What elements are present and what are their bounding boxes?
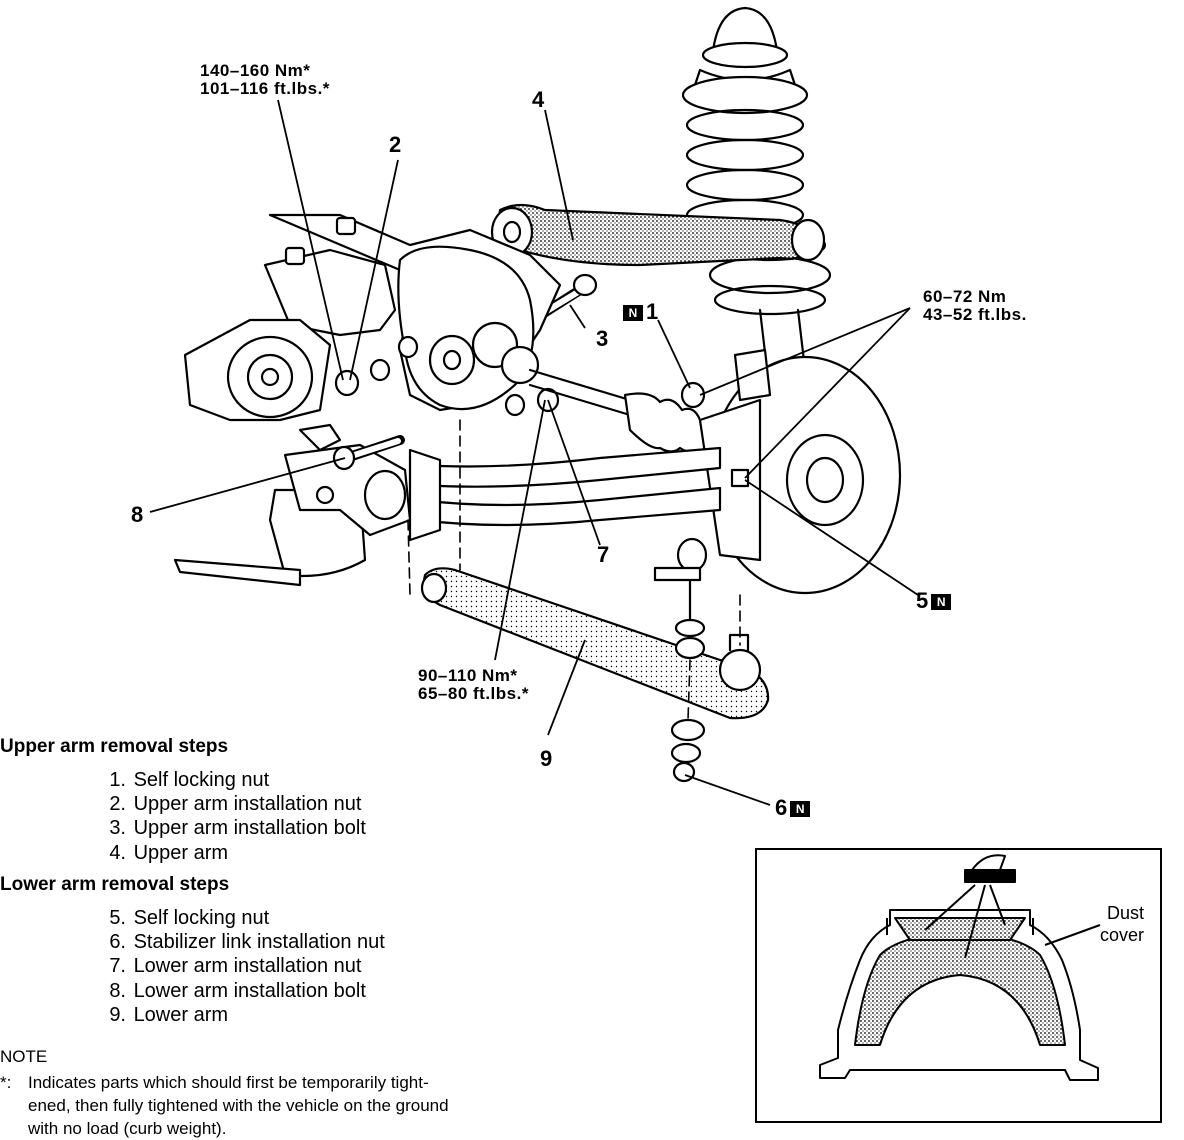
dust-cover-label: Dust cover xyxy=(1100,903,1145,945)
new-part-mark: N xyxy=(790,801,811,818)
coil-spring xyxy=(681,75,832,316)
torque-ftlbs: 65–80 ft.lbs.* xyxy=(418,683,529,703)
upper-arm-nut-torque: 140–160 Nm* 101–116 ft.lbs.* xyxy=(200,62,330,98)
callout-7: 7 xyxy=(597,542,610,567)
list-item: 2. Upper arm installation nut xyxy=(109,793,362,816)
upper-steps-list: 1. Self locking nut 2. Upper arm install… xyxy=(96,768,366,865)
list-item: 4. Upper arm xyxy=(109,841,229,864)
dust-cover-inset-frame xyxy=(755,848,1162,1123)
torque-ftlbs: 101–116 ft.lbs.* xyxy=(200,78,330,98)
drive-shaft xyxy=(528,368,707,454)
upper-arm xyxy=(490,203,826,267)
upper-steps-heading: Upper arm removal steps xyxy=(0,736,229,757)
torque-nm: 90–110 Nm* xyxy=(418,666,518,685)
note-marker: *: xyxy=(0,1073,12,1092)
torque-nm: 140–160 Nm* xyxy=(200,61,311,80)
new-part-mark: N xyxy=(931,594,952,611)
lower-arm-nut-torque: 90–110 Nm* 65–80 ft.lbs.* xyxy=(418,667,529,703)
list-item: 8. Lower arm installation bolt xyxy=(109,979,366,1002)
callout-9: 9 xyxy=(540,746,553,771)
note-line-2: ened, then fully tightened with the vehi… xyxy=(28,1096,449,1115)
list-item: 6. Stabilizer link installation nut xyxy=(109,931,385,954)
list-item: 7. Lower arm installation nut xyxy=(109,955,362,978)
hub-knuckle xyxy=(680,348,902,595)
stabilizer-link xyxy=(653,537,708,783)
axis-lines xyxy=(407,419,741,721)
leader-lines xyxy=(149,99,919,806)
lower-bracket xyxy=(173,423,412,587)
note-line-3: with no load (curb weight). xyxy=(28,1119,227,1138)
lower-arm xyxy=(420,567,770,720)
lower-steps-heading: Lower arm removal steps xyxy=(0,874,230,895)
callout-2: 2 xyxy=(389,132,402,157)
list-item: 3. Upper arm installation bolt xyxy=(109,817,366,840)
callout-3: 3 xyxy=(596,326,609,351)
torque-nm: 60–72 Nm xyxy=(923,287,1007,306)
callout-4: 4 xyxy=(532,87,545,112)
dust-cover-detail xyxy=(819,854,1101,1081)
note-line-1: Indicates parts which should first be te… xyxy=(28,1073,429,1092)
subframe xyxy=(408,446,722,542)
list-item: 9. Lower arm xyxy=(109,1003,229,1026)
callout-8: 8 xyxy=(131,502,144,527)
torque-ftlbs: 43–52 ft.lbs. xyxy=(923,304,1027,324)
lower-steps-list: 5. Self locking nut 6. Stabilizer link i… xyxy=(96,906,385,1027)
new-part-mark: N xyxy=(623,305,643,322)
list-item: 1. Self locking nut xyxy=(109,769,270,791)
differential xyxy=(334,245,560,417)
note-body: *: Indicates parts which should first be … xyxy=(0,1071,580,1140)
self-locking-nut-torque: 60–72 Nm 43–52 ft.lbs. xyxy=(923,288,1027,324)
note-heading: NOTE xyxy=(0,1047,48,1066)
list-item: 5. Self locking nut xyxy=(109,907,270,929)
